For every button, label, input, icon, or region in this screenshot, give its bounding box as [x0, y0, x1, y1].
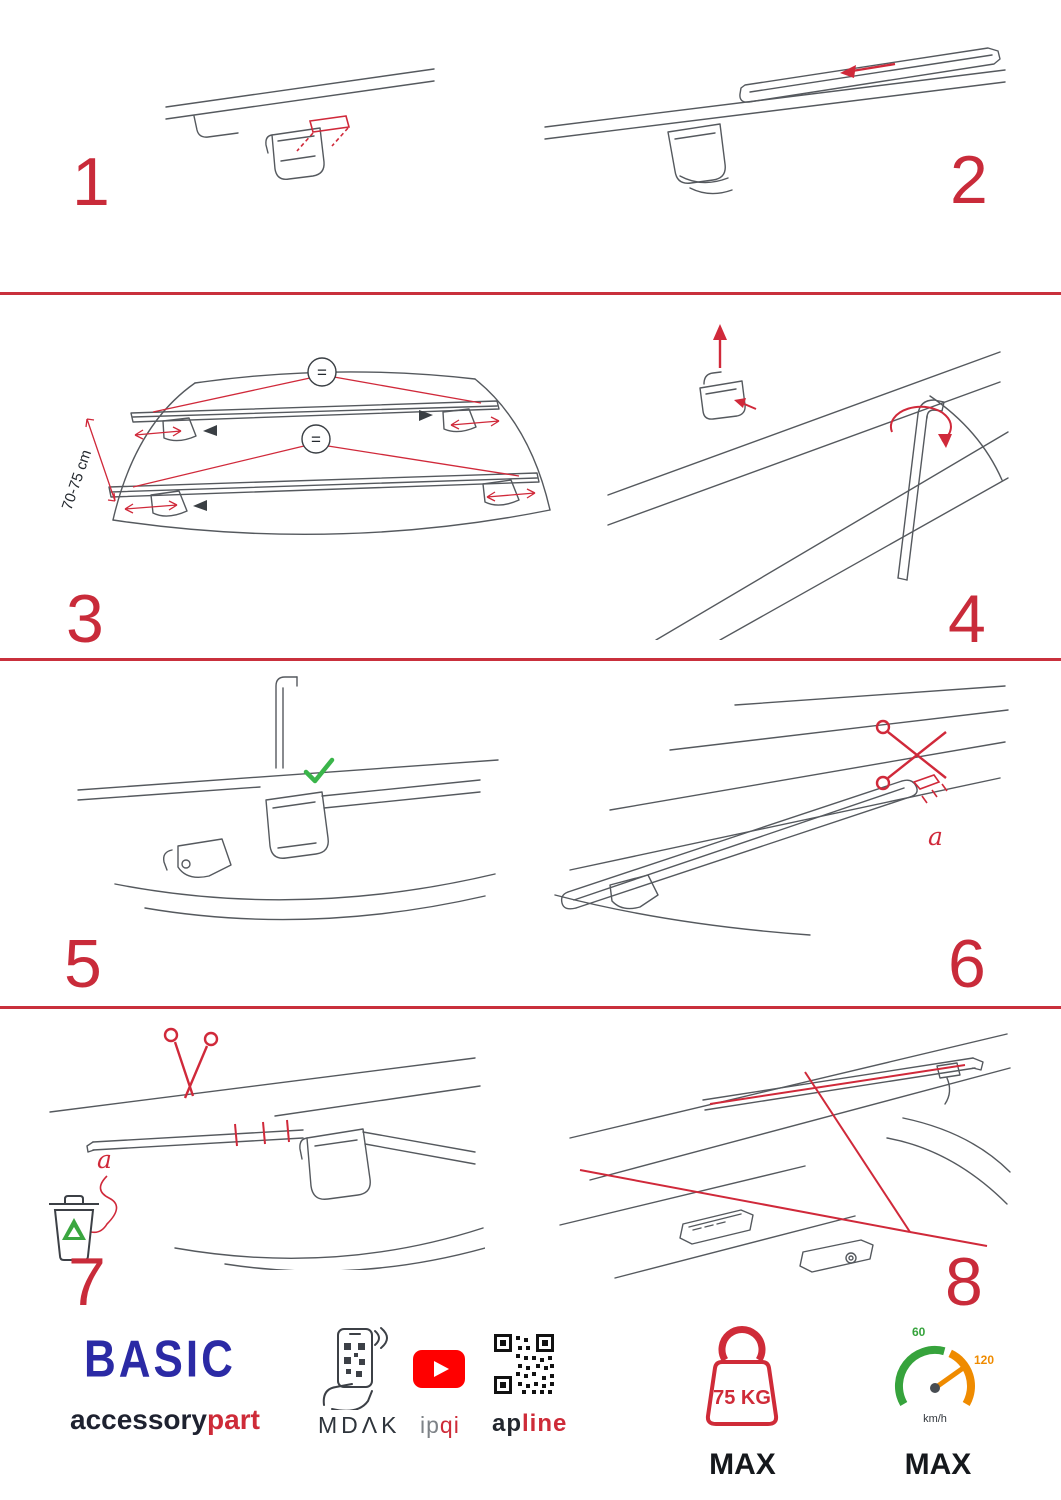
section-divider-2	[0, 658, 1061, 661]
step-6-illustration: a	[554, 685, 1009, 936]
step-4-number: 4	[948, 581, 986, 657]
cut-strip-drawing	[49, 1057, 485, 1270]
partner-apline: apline	[492, 1412, 567, 1436]
step-6-number: 6	[948, 926, 986, 1002]
hook-rod-drawing	[77, 676, 499, 921]
qr-code	[494, 1334, 554, 1394]
step-8-illustration	[559, 1033, 1011, 1279]
alignment-guides	[579, 1064, 988, 1247]
rotate-arrow	[889, 405, 952, 448]
section-divider-3	[0, 1006, 1061, 1009]
bar-strip-drawing	[554, 685, 1009, 936]
brand-subtitle: accessorypart	[70, 1406, 260, 1434]
partner-apline-dark: ap	[492, 1410, 523, 1437]
brand-subtitle-red: part	[207, 1404, 260, 1435]
step-7-number: 7	[68, 1244, 106, 1320]
phone-qr-icon	[322, 1327, 388, 1410]
step-2-number: 2	[950, 142, 988, 218]
slide-arrows	[193, 410, 433, 511]
step-5-illustration	[77, 676, 499, 921]
speed-high-label: 120	[974, 1353, 994, 1367]
step-1-number: 1	[72, 144, 110, 220]
dimension-lines	[85, 376, 536, 514]
step-4-illustration	[607, 324, 1009, 640]
strip-cut-label: a	[97, 1145, 112, 1174]
partner-ipqi-dark: ip	[420, 1412, 440, 1438]
speed-low-label: 60	[912, 1325, 926, 1339]
step-1-illustration	[165, 68, 435, 180]
rubber-strip-end	[912, 774, 941, 790]
slide-direction-arrow	[840, 62, 896, 78]
step-5-number: 5	[64, 926, 102, 1002]
weight-max-label: MAX	[709, 1448, 776, 1481]
scissors-icon	[163, 1027, 219, 1099]
slide-bar-drawing	[544, 47, 1006, 195]
equal-badge-bottom: =	[311, 430, 321, 449]
partner-apline-red: line	[522, 1410, 568, 1437]
partner-ipqi-red: qi	[439, 1412, 460, 1438]
step-8-number: 8	[945, 1244, 983, 1320]
brand-subtitle-dark: accessory	[70, 1404, 208, 1435]
partner-mdak: MDΛK	[318, 1412, 401, 1438]
check-icon	[303, 757, 335, 784]
needle	[932, 1363, 969, 1391]
youtube-icon	[413, 1350, 465, 1388]
discard-squiggle	[90, 1175, 118, 1234]
trash-bin-icon	[49, 1195, 99, 1261]
cut-marks	[234, 1119, 290, 1147]
tighten-clamp-drawing	[607, 351, 1009, 640]
speed-max-label: MAX	[904, 1448, 972, 1481]
insert-arrow	[713, 324, 757, 410]
strip-cut-label: a	[928, 822, 943, 851]
clamp-plate-highlight	[296, 115, 351, 152]
bar-distance-label: 70-75 cm	[59, 448, 95, 513]
recycle-icon	[62, 1218, 86, 1240]
weight-limit-icon: 75 KG	[705, 1326, 779, 1426]
step-3-number: 3	[66, 581, 104, 657]
equal-badge-top: =	[317, 363, 327, 382]
roof-rail-drawing	[165, 68, 435, 180]
partner-ipqi: ipqi	[420, 1414, 460, 1437]
section-divider-1	[0, 292, 1061, 295]
step-7-illustration: a	[49, 1027, 485, 1270]
speed-limit-icon: 60 120 km/h	[894, 1325, 994, 1425]
weight-value: 75 KG	[713, 1387, 771, 1409]
scissors-icon	[875, 719, 948, 804]
step-3-illustration: = = 70-75 cm	[59, 357, 551, 535]
final-assembly-drawing	[559, 1033, 1011, 1279]
brand-logo: BASIC	[84, 1330, 236, 1389]
speed-unit-label: km/h	[923, 1413, 947, 1425]
roof-crossbars-drawing	[108, 371, 551, 535]
step-2-illustration	[544, 47, 1006, 195]
equal-spacing-badges: = =	[301, 357, 337, 454]
